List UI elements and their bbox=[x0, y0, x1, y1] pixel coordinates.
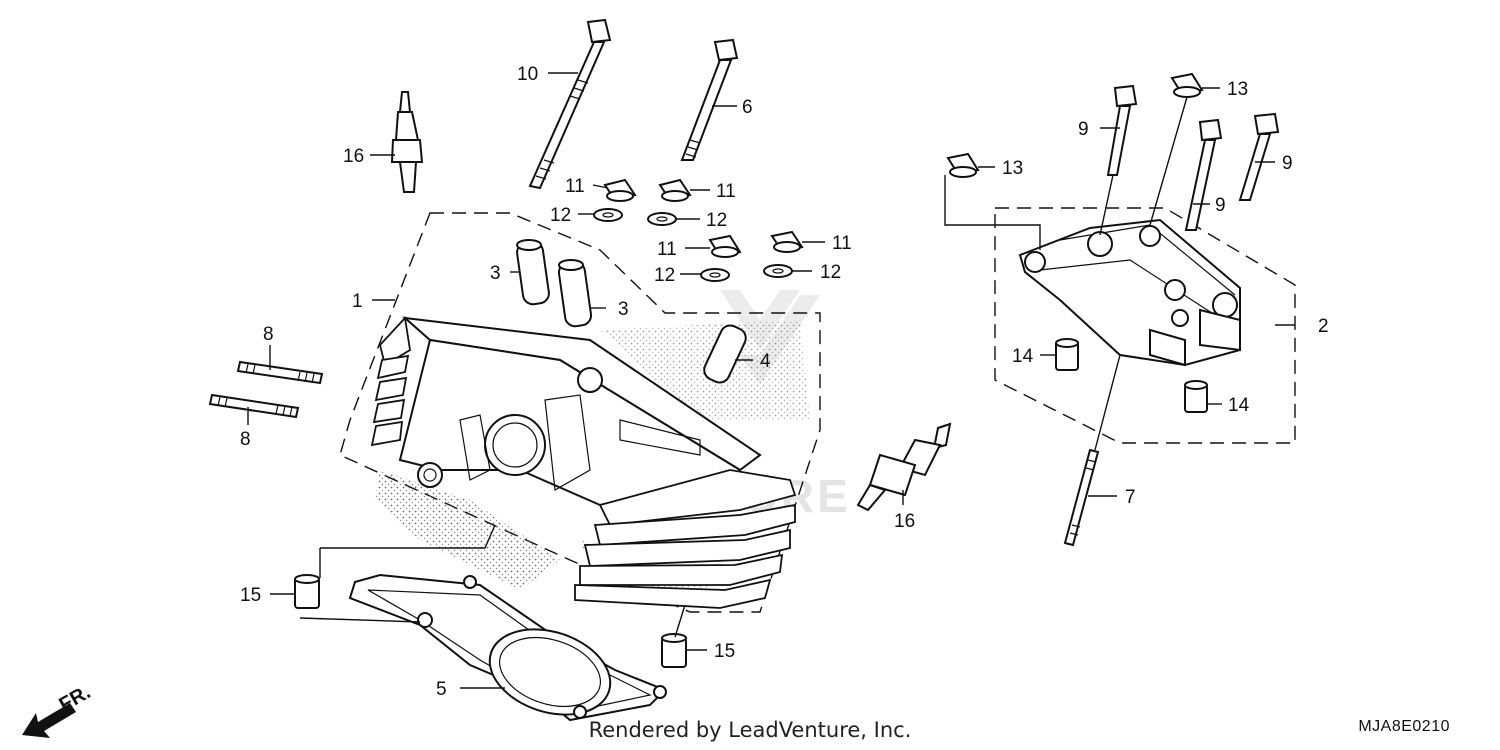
callout-5[interactable]: 5 bbox=[436, 679, 447, 700]
callout-16a[interactable]: 16 bbox=[343, 146, 364, 167]
callout-9a[interactable]: 9 bbox=[1078, 119, 1089, 140]
callouts: 1 2 3 3 4 5 6 7 8 8 9 9 9 10 11 11 11 11… bbox=[240, 64, 1329, 700]
callout-11c[interactable]: 11 bbox=[657, 239, 677, 260]
washer-12a[interactable] bbox=[593, 208, 623, 222]
callout-4[interactable]: 4 bbox=[760, 351, 771, 372]
nut-11d[interactable] bbox=[770, 230, 804, 253]
callout-13b[interactable]: 13 bbox=[1002, 158, 1023, 179]
camshaft-holder[interactable] bbox=[994, 207, 1296, 444]
callout-11a[interactable]: 11 bbox=[565, 176, 585, 197]
bolt-6[interactable] bbox=[680, 38, 739, 161]
callout-11d[interactable]: 11 bbox=[832, 233, 852, 254]
spark-plug-16a[interactable] bbox=[390, 91, 424, 193]
nut-13a[interactable] bbox=[1170, 72, 1204, 98]
callout-12d[interactable]: 12 bbox=[820, 262, 841, 283]
callout-15a[interactable]: 15 bbox=[240, 585, 261, 606]
callout-12b[interactable]: 12 bbox=[706, 210, 727, 231]
nut-11a[interactable] bbox=[603, 178, 637, 202]
callout-6[interactable]: 6 bbox=[742, 97, 753, 118]
bolt-9b[interactable] bbox=[1184, 118, 1223, 231]
front-arrow-icon bbox=[22, 703, 76, 738]
callout-15b[interactable]: 15 bbox=[714, 641, 735, 662]
callout-2[interactable]: 2 bbox=[1318, 316, 1329, 337]
bolt-10[interactable] bbox=[528, 18, 612, 190]
callout-10[interactable]: 10 bbox=[517, 64, 538, 85]
callout-8b[interactable]: 8 bbox=[240, 429, 251, 450]
callout-8a[interactable]: 8 bbox=[263, 324, 274, 345]
callout-16b[interactable]: 16 bbox=[894, 511, 915, 532]
dowel-15b[interactable] bbox=[661, 633, 687, 668]
spark-plug-16b[interactable] bbox=[856, 422, 952, 512]
rendered-by-footer: Rendered by LeadVenture, Inc. bbox=[588, 718, 912, 742]
callout-12a[interactable]: 12 bbox=[550, 205, 571, 226]
nut-11c[interactable] bbox=[708, 234, 742, 258]
callout-11b[interactable]: 11 bbox=[716, 181, 736, 202]
diagram-code: MJA8E0210 bbox=[1358, 718, 1450, 735]
callout-3a[interactable]: 3 bbox=[490, 263, 501, 284]
nut-11b[interactable] bbox=[658, 178, 692, 202]
valve-guide-a[interactable] bbox=[516, 239, 550, 306]
nut-13b[interactable] bbox=[946, 152, 980, 178]
washer-12b[interactable] bbox=[647, 212, 677, 226]
leader-lines bbox=[247, 72, 1295, 689]
callout-3b[interactable]: 3 bbox=[618, 299, 629, 320]
callout-14a[interactable]: 14 bbox=[1012, 346, 1034, 367]
callout-7[interactable]: 7 bbox=[1125, 487, 1136, 508]
callout-9b[interactable]: 9 bbox=[1215, 195, 1226, 216]
callout-12c[interactable]: 12 bbox=[654, 265, 675, 286]
cylinder-head-gasket[interactable] bbox=[348, 573, 667, 729]
valve-guide-b[interactable] bbox=[557, 259, 593, 328]
stud-8-lower[interactable] bbox=[208, 393, 300, 419]
dowel-15a[interactable] bbox=[294, 574, 320, 609]
callout-1[interactable]: 1 bbox=[352, 291, 363, 312]
bolt-9a[interactable] bbox=[1106, 84, 1138, 176]
washer-12d[interactable] bbox=[763, 264, 793, 278]
dowel-14a[interactable] bbox=[1055, 338, 1079, 371]
bolt-9c[interactable] bbox=[1238, 112, 1280, 201]
washer-12c[interactable] bbox=[700, 268, 730, 282]
callout-13a[interactable]: 13 bbox=[1227, 79, 1248, 100]
callout-9c[interactable]: 9 bbox=[1282, 153, 1293, 174]
stud-7[interactable] bbox=[1063, 448, 1100, 547]
dowel-14b[interactable] bbox=[1184, 380, 1208, 413]
stud-8-upper[interactable] bbox=[236, 360, 324, 385]
cylinder-head[interactable] bbox=[339, 212, 821, 613]
callout-14b[interactable]: 14 bbox=[1228, 395, 1250, 416]
